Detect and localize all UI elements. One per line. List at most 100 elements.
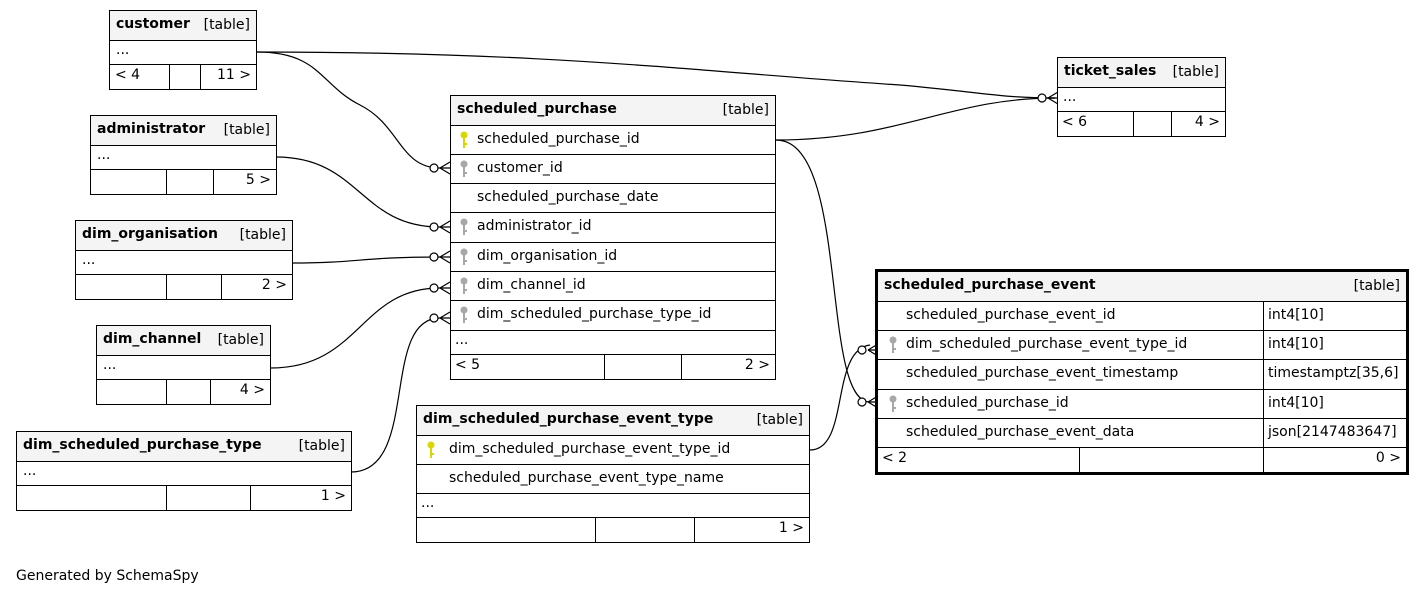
column-row[interactable]: customer_id xyxy=(451,155,775,184)
column-row[interactable]: scheduled_purchase_event_type_name xyxy=(417,465,809,494)
nav-left-label: < 2 xyxy=(882,450,908,466)
column-row[interactable]: scheduled_purchase_id xyxy=(451,126,775,155)
nav-children[interactable]: 11 > xyxy=(200,65,256,89)
nav-children[interactable]: 4 > xyxy=(1171,112,1225,136)
nav-row: 2 > xyxy=(76,275,292,299)
table-type: [table] xyxy=(239,227,286,243)
edge-customer-ticket-sales xyxy=(256,51,1056,99)
table-dim-organisation[interactable]: dim_organisation [table] ... 2 > xyxy=(75,220,293,300)
nav-right-label: 11 > xyxy=(217,67,251,83)
key-icon xyxy=(460,248,468,265)
nav-right-label: 5 > xyxy=(245,172,271,188)
nav-parents[interactable]: < 2 xyxy=(878,448,1079,472)
column-row[interactable]: scheduled_purchase_event_data json[21474… xyxy=(878,419,1406,448)
column-name: administrator_id xyxy=(477,218,592,234)
nav-parents[interactable] xyxy=(17,486,166,510)
nav-parents[interactable]: < 6 xyxy=(1058,112,1133,136)
key-icon xyxy=(889,336,897,353)
nav-parents[interactable] xyxy=(91,170,166,194)
table-name: dim_organisation xyxy=(82,226,219,242)
key-icon xyxy=(889,395,897,412)
nav-row: 1 > xyxy=(17,486,351,510)
column-row[interactable]: dim_scheduled_purchase_type_id xyxy=(451,301,775,331)
column-name: scheduled_purchase_id xyxy=(906,395,1069,411)
nav-row: < 5 2 > xyxy=(451,355,775,379)
nav-children[interactable]: 5 > xyxy=(213,170,276,194)
ellipsis: ... xyxy=(97,147,111,163)
table-scheduled-purchase[interactable]: scheduled_purchase [table] scheduled_pur… xyxy=(450,95,776,380)
column-type: timestamptz[35,6] xyxy=(1268,365,1399,381)
table-customer[interactable]: customer [table] ... < 4 11 > xyxy=(109,10,257,90)
ellipsis-row: ... xyxy=(417,494,809,518)
column-row[interactable]: administrator_id xyxy=(451,213,775,243)
ellipsis-row: ... xyxy=(97,356,270,380)
nav-children[interactable]: 1 > xyxy=(250,486,351,510)
nav-children[interactable]: 1 > xyxy=(694,518,809,542)
table-scheduled-purchase-event[interactable]: scheduled_purchase_event [table] schedul… xyxy=(875,269,1409,475)
nav-row: < 2 0 > xyxy=(878,448,1406,472)
table-name: scheduled_purchase_event xyxy=(884,277,1096,293)
column-type-cell: int4[10] xyxy=(1263,390,1406,418)
nav-parents[interactable] xyxy=(76,275,166,299)
nav-right-label: 2 > xyxy=(261,277,287,293)
nav-children[interactable]: 2 > xyxy=(221,275,292,299)
ellipsis: ... xyxy=(23,463,37,479)
table-name: ticket_sales xyxy=(1064,63,1157,79)
column-row[interactable]: dim_channel_id xyxy=(451,272,775,301)
nav-right-label: 1 > xyxy=(320,488,346,504)
column-row[interactable]: dim_organisation_id xyxy=(451,243,775,272)
table-header: scheduled_purchase [table] xyxy=(451,96,775,126)
table-dim-scheduled-purchase-type[interactable]: dim_scheduled_purchase_type [table] ... … xyxy=(16,431,352,511)
nav-parents[interactable]: < 4 xyxy=(110,65,169,89)
column-row[interactable]: scheduled_purchase_event_id int4[10] xyxy=(878,302,1406,331)
column-name: scheduled_purchase_event_timestamp xyxy=(906,365,1179,381)
column-name: dim_channel_id xyxy=(477,277,586,293)
table-administrator[interactable]: administrator [table] ... 5 > xyxy=(90,115,277,195)
column-row[interactable]: dim_scheduled_purchase_event_type_id xyxy=(417,436,809,465)
nav-parents[interactable]: < 5 xyxy=(451,355,604,379)
nav-mid xyxy=(169,65,200,89)
nav-row: 1 > xyxy=(417,518,809,542)
nav-mid xyxy=(166,275,221,299)
nav-children[interactable]: 0 > xyxy=(1263,448,1406,472)
nav-right-label: 4 > xyxy=(239,382,265,398)
nav-children[interactable]: 2 > xyxy=(681,355,775,379)
table-dim-scheduled-purchase-event-type[interactable]: dim_scheduled_purchase_event_type [table… xyxy=(416,405,810,543)
table-ticket-sales[interactable]: ticket_sales [table] ... < 6 4 > xyxy=(1057,57,1226,137)
edge-administrator-scheduled-purchase xyxy=(275,156,441,228)
column-row[interactable]: scheduled_purchase_date xyxy=(451,184,775,213)
column-row[interactable]: dim_scheduled_purchase_event_type_id int… xyxy=(878,331,1406,360)
ellipsis-row: ... xyxy=(91,146,276,170)
edge-customer-scheduled-purchase xyxy=(256,51,441,169)
ellipsis: ... xyxy=(421,495,435,511)
edge-channel-scheduled-purchase xyxy=(270,287,441,369)
table-name: dim_channel xyxy=(103,331,202,347)
column-row[interactable]: scheduled_purchase_id int4[10] xyxy=(878,390,1406,419)
crowfoot-customer-id xyxy=(429,163,439,173)
ellipsis-row: ... xyxy=(110,41,256,65)
table-name: customer xyxy=(116,16,190,32)
table-type: [table] xyxy=(298,438,345,454)
edge-purchase-type-scheduled-purchase xyxy=(350,317,441,473)
column-name: scheduled_purchase_event_data xyxy=(906,424,1135,440)
nav-row: < 6 4 > xyxy=(1058,112,1225,136)
column-row[interactable]: scheduled_purchase_event_timestamp times… xyxy=(878,360,1406,390)
table-name: dim_scheduled_purchase_type xyxy=(23,437,262,453)
nav-right-label: 1 > xyxy=(778,520,804,536)
nav-children[interactable]: 4 > xyxy=(210,380,270,404)
table-name: dim_scheduled_purchase_event_type xyxy=(423,411,714,427)
ellipsis: ... xyxy=(82,252,96,268)
nav-parents[interactable] xyxy=(97,380,166,404)
ellipsis-row: ... xyxy=(17,462,351,486)
edge-event-type-event xyxy=(809,344,871,451)
nav-mid xyxy=(1079,448,1263,472)
column-name: dim_scheduled_purchase_type_id xyxy=(477,306,712,322)
column-name: dim_scheduled_purchase_event_type_id xyxy=(449,441,731,457)
column-type-cell: json[2147483647] xyxy=(1263,419,1406,447)
table-dim-channel[interactable]: dim_channel [table] ... 4 > xyxy=(96,325,271,405)
nav-mid xyxy=(595,518,694,542)
nav-parents[interactable] xyxy=(417,518,595,542)
ellipsis-row: ... xyxy=(451,331,775,355)
ellipsis: ... xyxy=(1063,89,1077,105)
column-name: scheduled_purchase_event_type_name xyxy=(449,470,724,486)
